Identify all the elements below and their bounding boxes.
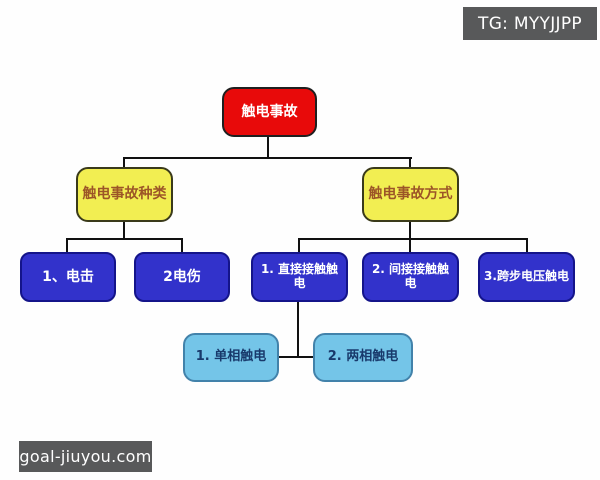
node-single-phase: 1. 单相触电 — [183, 333, 279, 382]
connector-line — [123, 157, 125, 168]
node-accident-kinds: 触电事故种类 — [76, 167, 173, 222]
connector-line — [66, 238, 183, 240]
connector-line — [123, 157, 412, 159]
connector-line — [409, 221, 411, 253]
connector-line — [298, 238, 300, 253]
connector-line — [123, 221, 125, 240]
telegram-tag-watermark: TG: MYYJJPP — [463, 7, 597, 40]
node-electric-shock-accident: 触电事故 — [222, 87, 317, 137]
node-accident-modes: 触电事故方式 — [362, 167, 459, 222]
site-watermark: goal-jiuyou.com — [19, 441, 152, 472]
connector-line — [181, 238, 183, 253]
connector-line — [66, 238, 68, 253]
connector-line — [267, 136, 269, 159]
node-indirect-contact: 2. 间接接触触电 — [362, 252, 459, 302]
connector-line — [297, 301, 299, 358]
node-direct-contact: 1. 直接接触触电 — [251, 252, 348, 302]
connector-line — [409, 157, 411, 168]
connector-line — [526, 238, 528, 253]
node-two-phase: 2. 两相触电 — [313, 333, 413, 382]
node-electric-injury: 2电伤 — [134, 252, 230, 302]
connector-line — [298, 238, 528, 240]
node-step-voltage: 3.跨步电压触电 — [478, 252, 575, 302]
connector-line — [278, 356, 313, 358]
node-electric-shock: 1、电击 — [20, 252, 116, 302]
